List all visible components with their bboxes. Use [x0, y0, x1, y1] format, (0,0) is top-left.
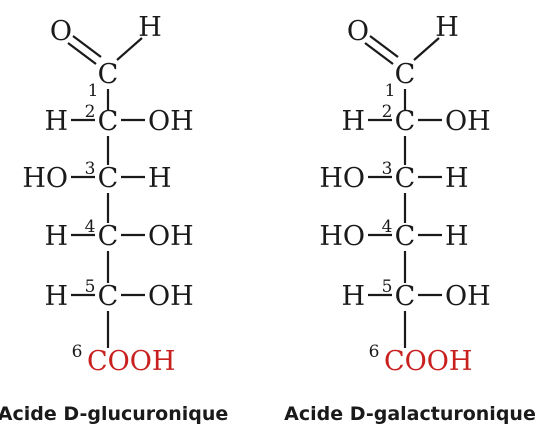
- mol1-aldehyde-oxygen: O: [50, 16, 72, 47]
- mol2-carbon-number-4: 4: [382, 217, 393, 237]
- mol1-row3-left-group: HO: [22, 163, 68, 194]
- mol1-carbon-number-4: 4: [85, 217, 96, 237]
- mol1-row3-right-group: H: [148, 163, 172, 194]
- mol2-row4-left-group: HO: [319, 221, 365, 252]
- mol1-carbon-number-2: 2: [85, 102, 96, 122]
- mol2-bond-ch: [413, 37, 440, 61]
- mol2-carbon-number-3: 3: [382, 159, 393, 179]
- mol2-double-bond-a: [364, 42, 394, 65]
- mol2-carbon-5: C: [395, 281, 416, 312]
- mol2-row3-left-group: HO: [319, 163, 365, 194]
- mol2-row2-right-group: OH: [445, 106, 491, 137]
- mol2-aldehyde-hydrogen: H: [435, 12, 459, 43]
- mol2-carbon-number-6: 6: [369, 342, 380, 362]
- mol2-row4-right-group: H: [445, 221, 469, 252]
- mol1-carbon-3: C: [98, 163, 119, 194]
- mol1-carbon-number-5: 5: [85, 277, 96, 297]
- mol1-terminal-cooh: COOH: [87, 346, 175, 377]
- mol1-row4-right-group: OH: [148, 221, 194, 252]
- mol2-row5-right-group: OH: [445, 281, 491, 312]
- mol1-row5-left-group: H: [44, 281, 68, 312]
- mol1-carbon-number-1: 1: [88, 81, 99, 101]
- mol1-carbon-number-6: 6: [72, 342, 83, 362]
- mol1-carbon-4: C: [98, 221, 119, 252]
- mol1-carbon-number-3: 3: [85, 159, 96, 179]
- mol1-double-bond-a: [67, 42, 97, 65]
- mol1-row5-right-group: OH: [148, 281, 194, 312]
- mol2-row2-left-group: H: [341, 106, 365, 137]
- mol1-row2-left-group: H: [44, 106, 68, 137]
- mol2-aldehyde-oxygen: O: [347, 16, 369, 47]
- mol2-carbon-number-2: 2: [382, 102, 393, 122]
- mol2-carbon-3: C: [395, 163, 416, 194]
- mol2-carbon-2: C: [395, 106, 416, 137]
- mol1-caption: Acide D-glucuronique: [0, 403, 228, 425]
- mol2-carbon-4: C: [395, 221, 416, 252]
- mol2-terminal-cooh: COOH: [384, 346, 472, 377]
- mol1-row4-left-group: H: [44, 221, 68, 252]
- mol2-carbon-1: C: [395, 59, 416, 90]
- mol1-carbon-2: C: [98, 106, 119, 137]
- mol1-row2-right-group: OH: [148, 106, 194, 137]
- mol1-carbon-5: C: [98, 281, 119, 312]
- mol1-aldehyde-hydrogen: H: [138, 12, 162, 43]
- mol2-carbon-number-5: 5: [382, 277, 393, 297]
- mol1-double-bond-b: [72, 35, 102, 58]
- mol1-carbon-1: C: [98, 59, 119, 90]
- mol2-row3-right-group: H: [445, 163, 469, 194]
- mol2-carbon-number-1: 1: [385, 81, 396, 101]
- mol2-caption: Acide D-galacturonique: [284, 403, 536, 425]
- mol2-double-bond-b: [369, 35, 399, 58]
- mol2-row5-left-group: H: [341, 281, 365, 312]
- mol1-bond-ch: [116, 37, 143, 61]
